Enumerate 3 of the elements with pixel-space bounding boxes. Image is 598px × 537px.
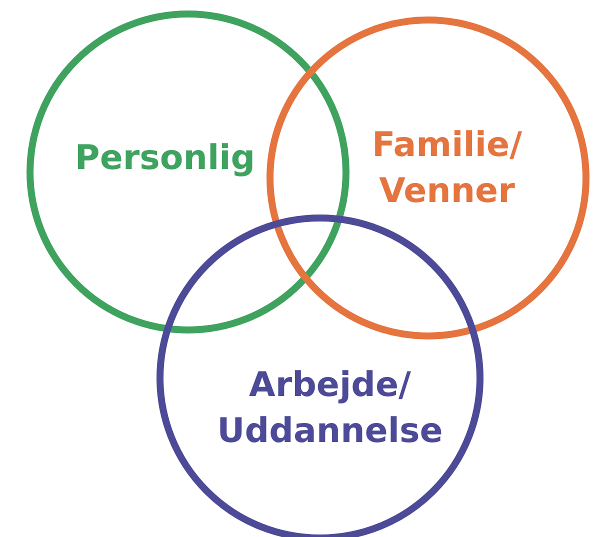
circle-label: Familie/ Venner: [372, 124, 522, 213]
circle-label: Arbejde/ Uddannelse: [217, 364, 443, 453]
circle-label: Personlig: [74, 137, 256, 180]
